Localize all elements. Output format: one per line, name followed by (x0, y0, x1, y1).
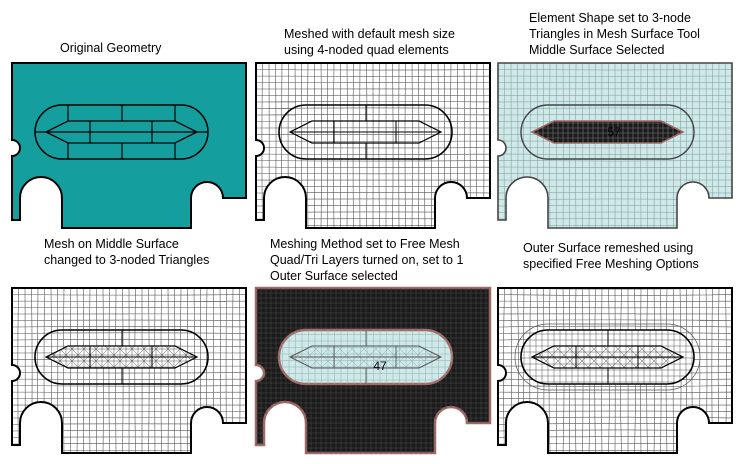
surface-id-label: 57 (607, 125, 621, 139)
caption-outer-remeshed: Outer Surface remeshed using specified F… (523, 241, 699, 271)
free-mesh-remeshed-diagram (497, 287, 733, 454)
panel-outer-remeshed (497, 287, 734, 455)
caption-middle-triangles: Mesh on Middle Surface changed to 3-node… (44, 237, 210, 267)
selected-outer-surface-diagram: 47 (254, 286, 492, 455)
surface-id-label: 47 (373, 359, 387, 373)
original-geometry-diagram (11, 62, 247, 229)
panel-outer-surface-selected: 47 (254, 286, 492, 455)
caption-element-shape: Element Shape set to 3-node Triangles in… (529, 11, 700, 57)
panel-original-geometry (11, 62, 248, 230)
middle-triangle-mesh-diagram (11, 287, 247, 454)
panel-middle-triangles (11, 287, 248, 455)
panel-middle-surface-selected: 57 (497, 62, 734, 230)
caption-default-mesh: Meshed with default mesh size using 4-no… (284, 27, 455, 57)
selected-middle-surface-diagram: 57 (497, 62, 733, 229)
panel-default-quad-mesh (255, 62, 492, 230)
caption-free-mesh-method: Meshing Method set to Free Mesh Quad/Tri… (270, 237, 464, 283)
caption-original-geometry: Original Geometry (60, 41, 162, 55)
quad-mesh-diagram (255, 62, 491, 229)
